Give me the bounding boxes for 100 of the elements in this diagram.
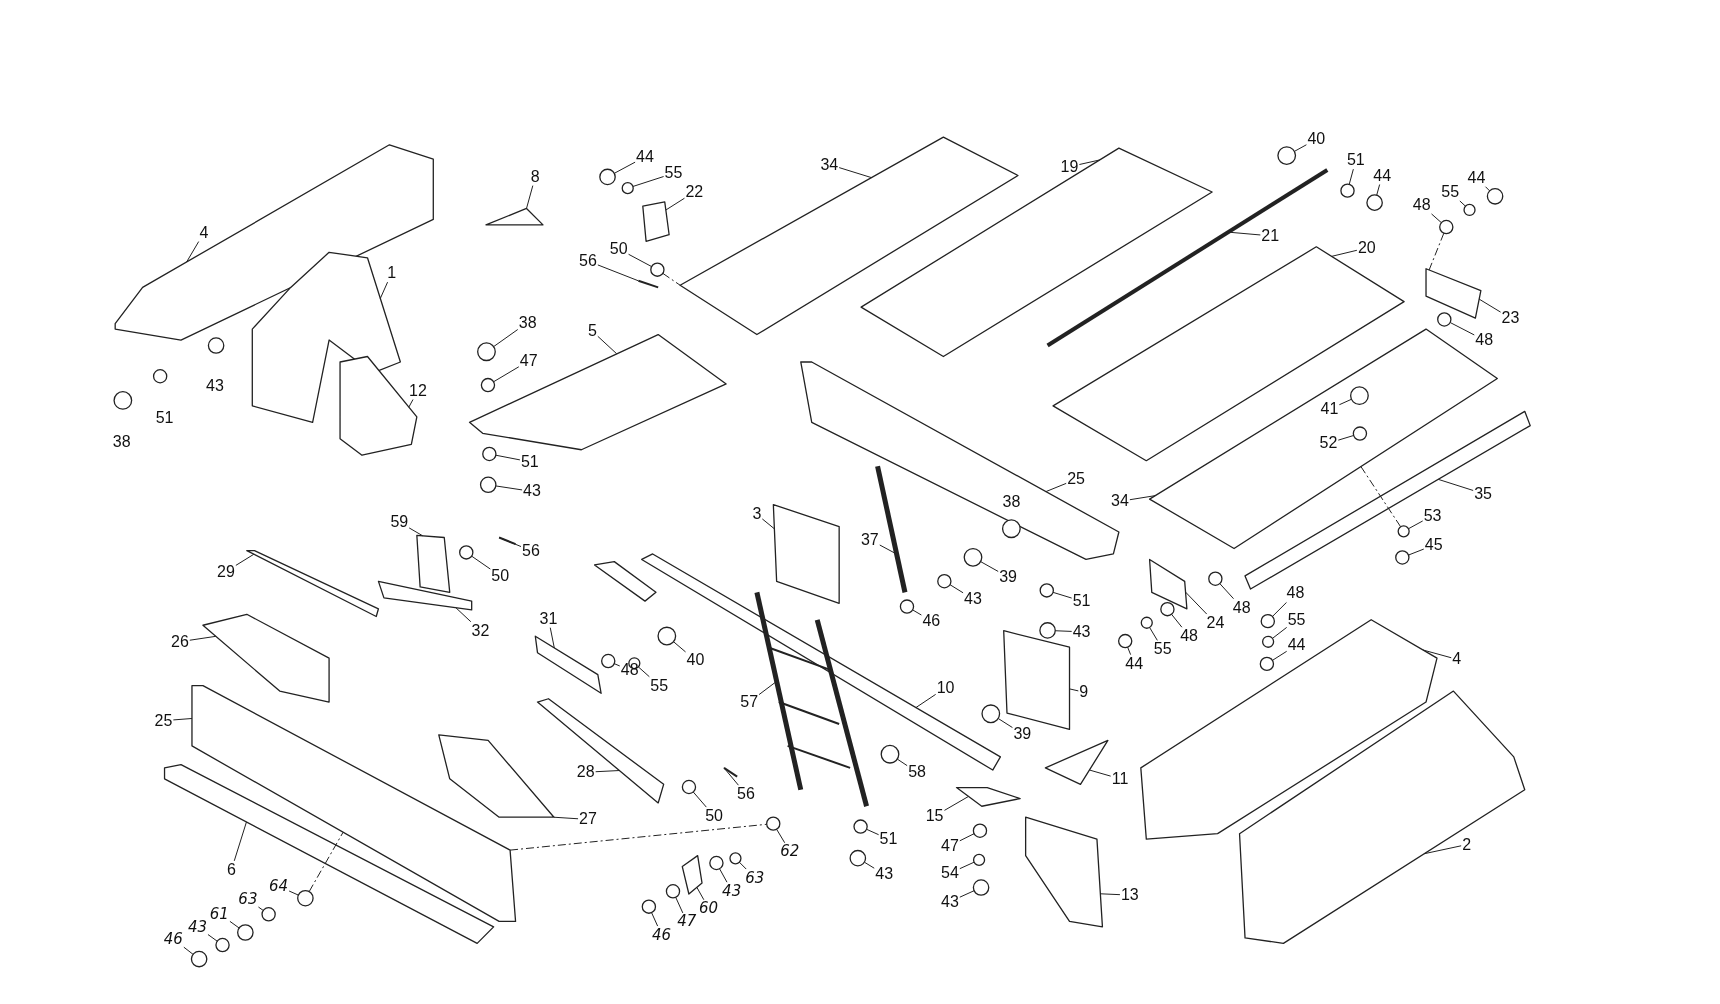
callout-number: 43 [721, 882, 743, 900]
leader-line [1331, 249, 1358, 257]
leader-line [1078, 159, 1101, 165]
leader-line [776, 828, 786, 844]
fastener-part [215, 937, 230, 953]
fastener-part [207, 337, 225, 354]
fastener-part [963, 547, 983, 567]
leader-line [379, 281, 389, 299]
leader-line [207, 934, 218, 942]
callout-number: 40 [1306, 130, 1327, 149]
fastener-part [261, 907, 276, 922]
fastener-part [113, 390, 133, 410]
callout-number: 3 [751, 505, 763, 524]
fastener-part [237, 924, 254, 941]
fastener-part [479, 476, 497, 494]
callout-number: 54 [940, 864, 960, 883]
leader-line [949, 584, 964, 594]
callout-number: 57 [739, 693, 760, 712]
callout-number: 46 [162, 930, 184, 948]
callout-number: 58 [907, 763, 927, 782]
fastener-part [152, 369, 168, 384]
callout-number: 44 [1124, 654, 1145, 673]
fastener-part [1277, 146, 1297, 166]
callout-number: 27 [578, 810, 598, 829]
fastener-part [482, 446, 497, 462]
leader-line [1293, 144, 1307, 152]
fastener-part [899, 599, 915, 614]
leader-line [1478, 298, 1502, 313]
callout-number: 48 [1474, 331, 1495, 350]
leader-line [288, 890, 299, 896]
callout-number: 50 [490, 566, 511, 585]
leader-line [665, 197, 685, 211]
leader-line [1069, 688, 1079, 692]
callout-number: 64 [268, 877, 290, 895]
leader-line [1437, 478, 1474, 491]
callout-number: 46 [921, 611, 942, 630]
leader-line [229, 920, 240, 929]
fastener-part [1039, 583, 1054, 598]
leader-line [455, 607, 472, 623]
leader-line [1376, 184, 1381, 196]
callout-number: 48 [1285, 584, 1306, 603]
assembly-centerline [662, 272, 681, 286]
callout-number: 56 [736, 785, 756, 804]
leader-line [595, 770, 620, 773]
fastener-part [709, 855, 724, 871]
callout-number: 34 [1110, 492, 1130, 511]
callout-number: 24 [1205, 614, 1226, 633]
callout-number: 20 [1356, 238, 1377, 257]
callout-number: 55 [1440, 182, 1461, 201]
rod-part [637, 279, 660, 289]
leader-line [758, 680, 778, 696]
leader-line [896, 758, 908, 767]
leader-line [1171, 613, 1183, 628]
leader-line [493, 329, 519, 348]
leader-line [1227, 231, 1261, 236]
leader-line [1271, 626, 1288, 639]
fastener-part [1366, 194, 1383, 211]
leader-line [997, 718, 1013, 729]
callout-number: 44 [1372, 166, 1393, 185]
leader-line [1431, 213, 1442, 224]
callout-number: 43 [522, 482, 542, 501]
leader-line [1052, 591, 1073, 599]
callout-number: 51 [519, 452, 540, 471]
fastener-part [1118, 633, 1133, 649]
fastener-part [1160, 601, 1175, 617]
leader-line [408, 527, 424, 537]
callout-number: 2 [1461, 835, 1473, 854]
leader-line [1271, 601, 1287, 617]
callout-number: 55 [1286, 610, 1307, 629]
callout-number: 5 [586, 322, 598, 341]
leader-line [235, 553, 255, 566]
callout-number: 48 [1231, 598, 1252, 617]
sheet-metal-part [1238, 690, 1526, 944]
callout-number: 47 [518, 351, 539, 370]
leader-line [257, 906, 264, 911]
callout-number: 35 [1473, 484, 1493, 503]
callout-number: 48 [619, 661, 640, 680]
callout-number: 6 [226, 860, 237, 879]
fastener-part [190, 950, 208, 968]
callout-number: 48 [1179, 627, 1199, 646]
sheet-metal-part [1425, 268, 1482, 319]
leader-line [172, 718, 193, 721]
leader-line [613, 663, 621, 667]
callout-number: 4 [198, 223, 210, 242]
leader-line [1459, 200, 1466, 207]
leader-line [692, 791, 707, 808]
callout-number: 47 [676, 912, 698, 930]
leader-line [183, 946, 194, 955]
fastener-part [972, 853, 986, 867]
fastener-part [480, 377, 496, 393]
fastener-part [477, 342, 496, 362]
sheet-metal-part [163, 763, 495, 944]
callout-number: 40 [685, 651, 706, 670]
leader-line [719, 868, 728, 883]
callout-number: 29 [216, 562, 236, 581]
fastener-part [1259, 656, 1275, 672]
fastener-part [853, 819, 868, 834]
leader-line [495, 454, 521, 461]
fastener-part [1463, 203, 1476, 217]
leader-line [1099, 893, 1121, 896]
